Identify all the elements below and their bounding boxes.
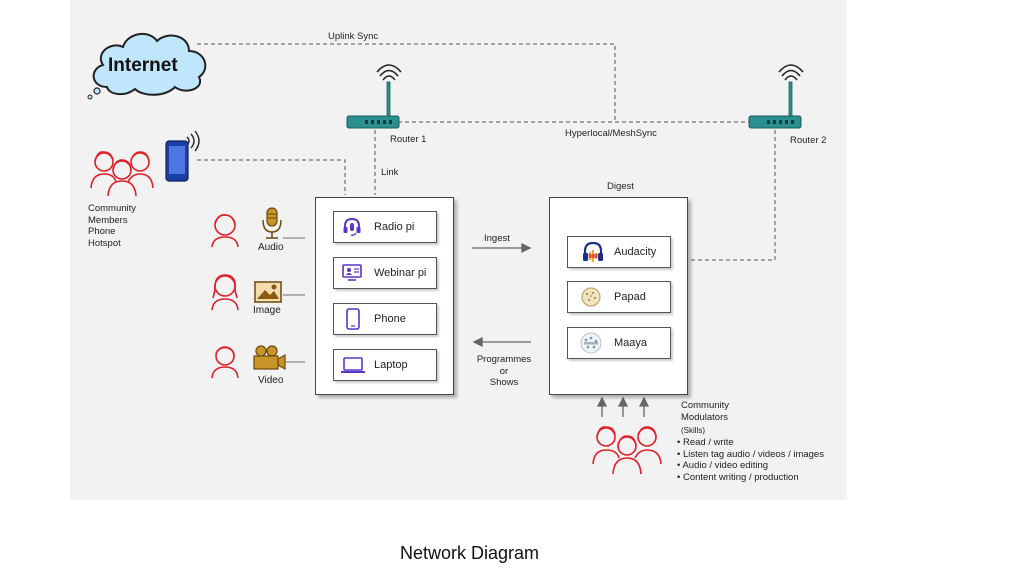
headset-mic-icon	[343, 217, 361, 236]
microphone-icon	[262, 207, 282, 239]
router-2-label: Router 2	[790, 135, 827, 146]
link-label: Link	[381, 167, 399, 178]
uplink-sync-label: Uplink Sync	[328, 31, 379, 42]
hotspot-link-line	[197, 159, 346, 195]
digest-title: Digest	[607, 181, 634, 192]
skills-list: • Read / write • Listen tag audio / vide…	[677, 437, 824, 483]
skills-label: (Skills)	[681, 426, 705, 435]
internet-cloud-icon	[87, 32, 207, 100]
phone-icon	[346, 308, 360, 330]
maaya-logo-icon	[580, 332, 602, 354]
programmes-label: Programmes or Shows	[476, 354, 532, 388]
uplink-sync-line	[197, 43, 616, 120]
tool-maaya: Maaya	[567, 327, 671, 359]
device-label: Laptop	[374, 359, 408, 371]
skill-item: • Read / write	[677, 437, 734, 448]
internet-label: Internet	[108, 55, 178, 76]
ingest-label: Ingest	[484, 233, 510, 244]
image-icon	[254, 281, 282, 303]
image-label: Image	[253, 305, 281, 316]
community-modulators-icon	[592, 426, 662, 475]
community-members-label: Community Members Phone Hotspot	[88, 203, 137, 249]
router-2-icon	[748, 64, 804, 129]
image-contributor-icon	[211, 274, 239, 311]
skill-item: • Audio / video editing	[677, 460, 769, 471]
diagram-caption: Network Diagram	[400, 543, 540, 563]
router2-digest-line	[690, 130, 776, 261]
smartphone-hotspot-icon	[165, 130, 200, 182]
video-camera-icon	[253, 345, 286, 371]
device-label: Radio pi	[374, 221, 415, 233]
router-1-label: Router 1	[390, 134, 427, 145]
community-members-icon	[90, 151, 154, 197]
device-label: Phone	[374, 313, 406, 325]
device-laptop: Laptop	[333, 349, 437, 381]
tool-label: Maaya	[614, 337, 648, 349]
device-webinar-pi: Webinar pi	[333, 257, 437, 289]
tool-papad: Papad	[567, 281, 671, 313]
laptop-icon	[341, 357, 365, 373]
router-1-icon	[346, 64, 402, 129]
tool-label: Papad	[614, 291, 646, 303]
skill-item: • Content writing / production	[677, 471, 799, 483]
audio-label: Audio	[258, 242, 284, 253]
papad-logo-icon	[581, 287, 601, 307]
tool-audacity: Audacity	[567, 236, 671, 268]
webinar-icon	[342, 264, 362, 281]
device-label: Webinar pi	[374, 267, 427, 279]
audacity-logo-icon	[583, 241, 603, 262]
community-modulators-title: Community Modulators	[681, 400, 730, 423]
tool-label: Audacity	[614, 246, 657, 258]
mesh-sync-label: Hyperlocal/MeshSync	[565, 128, 657, 139]
skill-item: • Listen tag audio / videos / images	[677, 448, 824, 460]
device-radio-pi: Radio pi	[333, 211, 437, 243]
device-phone: Phone	[333, 303, 437, 335]
video-contributor-icon	[211, 346, 239, 379]
audio-contributor-icon	[211, 214, 239, 248]
video-label: Video	[258, 375, 284, 386]
